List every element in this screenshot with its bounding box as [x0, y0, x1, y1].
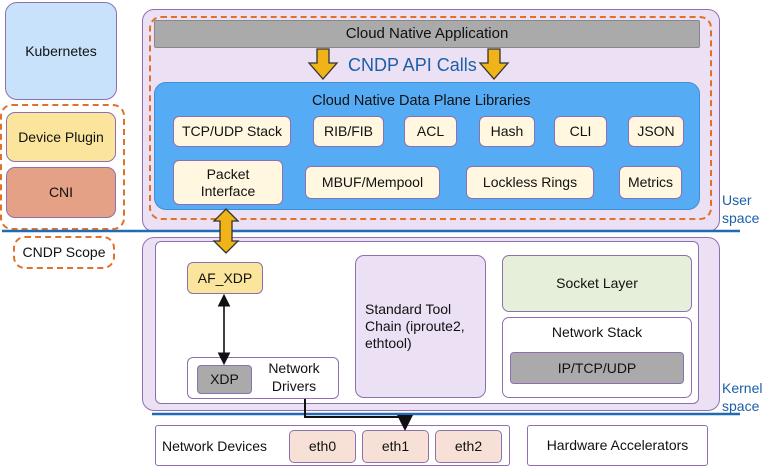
api-calls-label: CNDP API Calls [348, 55, 477, 75]
eth2-label: eth2 [454, 438, 483, 455]
socket-layer-box: Socket Layer [502, 255, 692, 312]
cndp-scope-label: CNDP Scope [22, 244, 106, 261]
kubernetes-label: Kubernetes [25, 42, 97, 59]
lib-hash-label: Hash [490, 123, 524, 140]
lib-tcp-udp-stack: TCP/UDP Stack [173, 116, 291, 147]
ip-tcp-udp-label: IP/TCP/UDP [557, 359, 637, 376]
libraries-title: Cloud Native Data Plane Libraries [312, 93, 531, 109]
xdp-label: XDP [210, 371, 239, 388]
toolchain-label: Standard Tool Chain (iproute2, ethtool) [365, 301, 465, 351]
hardware-accelerators-box: Hardware Accelerators [527, 425, 708, 466]
cni-box: CNI [6, 167, 116, 218]
lib-acl: ACL [404, 116, 457, 147]
lib-json: JSON [628, 116, 684, 147]
drivers-to-eth1-connector [304, 399, 413, 431]
packet-interface-af-xdp-arrow-icon [212, 208, 240, 254]
lib-tcp-udp-stack-label: TCP/UDP Stack [181, 123, 283, 140]
kubernetes-box: Kubernetes [5, 2, 117, 100]
lib-rib-fib: RIB/FIB [313, 116, 384, 147]
af-xdp-label: AF_XDP [197, 269, 253, 286]
user-space-label: User space [722, 192, 760, 226]
lib-metrics: Metrics [619, 166, 682, 199]
hardware-accelerators-label: Hardware Accelerators [546, 437, 689, 454]
lib-packet-interface: Packet Interface [173, 160, 283, 205]
lib-lockless-rings: Lockless Rings [466, 166, 594, 199]
cndp-plugin-scope [0, 104, 125, 230]
xdp-box: XDP [197, 365, 252, 394]
cndp-scope-region [149, 16, 712, 220]
socket-layer-label: Socket Layer [556, 275, 638, 292]
api-arrow-left-icon [307, 48, 339, 80]
eth0-box: eth0 [289, 430, 356, 463]
api-arrow-right-icon [478, 48, 510, 80]
lib-cli-label: CLI [569, 123, 592, 140]
cndp-scope-legend-label-box: CNDP Scope [13, 236, 115, 269]
network-drivers-label: Network Drivers [268, 360, 320, 394]
cloud-native-app-label: Cloud Native Application [345, 25, 509, 42]
lib-mbuf-mempool-label: MBUF/Mempool [321, 174, 424, 191]
network-devices-label: Network Devices [162, 438, 268, 454]
cndp-scope-legend [13, 236, 115, 269]
lib-lockless-rings-label: Lockless Rings [482, 174, 578, 191]
lib-mbuf-mempool: MBUF/Mempool [305, 166, 440, 199]
cloud-native-app-bar: Cloud Native Application [154, 20, 700, 48]
eth1-box: eth1 [362, 430, 429, 463]
device-plugin-box: Device Plugin [6, 112, 116, 162]
eth0-label: eth0 [308, 438, 337, 455]
lib-metrics-label: Metrics [627, 174, 674, 191]
ip-tcp-udp-box: IP/TCP/UDP [510, 352, 684, 384]
lib-json-label: JSON [637, 123, 675, 140]
af-xdp-box: AF_XDP [187, 262, 263, 294]
lib-hash: Hash [479, 116, 535, 147]
kernel-space-label: Kernel space [722, 380, 763, 414]
device-plugin-label: Device Plugin [18, 128, 104, 145]
eth1-label: eth1 [381, 438, 410, 455]
lib-cli: CLI [554, 116, 607, 147]
lib-acl-label: ACL [416, 123, 445, 140]
toolchain-box: Standard Tool Chain (iproute2, ethtool) [355, 255, 486, 398]
lib-packet-interface-label: Packet Interface [200, 165, 256, 199]
cni-label: CNI [48, 184, 74, 201]
lib-rib-fib-label: RIB/FIB [323, 123, 373, 140]
network-stack-label: Network Stack [551, 324, 643, 340]
eth2-box: eth2 [435, 430, 502, 463]
